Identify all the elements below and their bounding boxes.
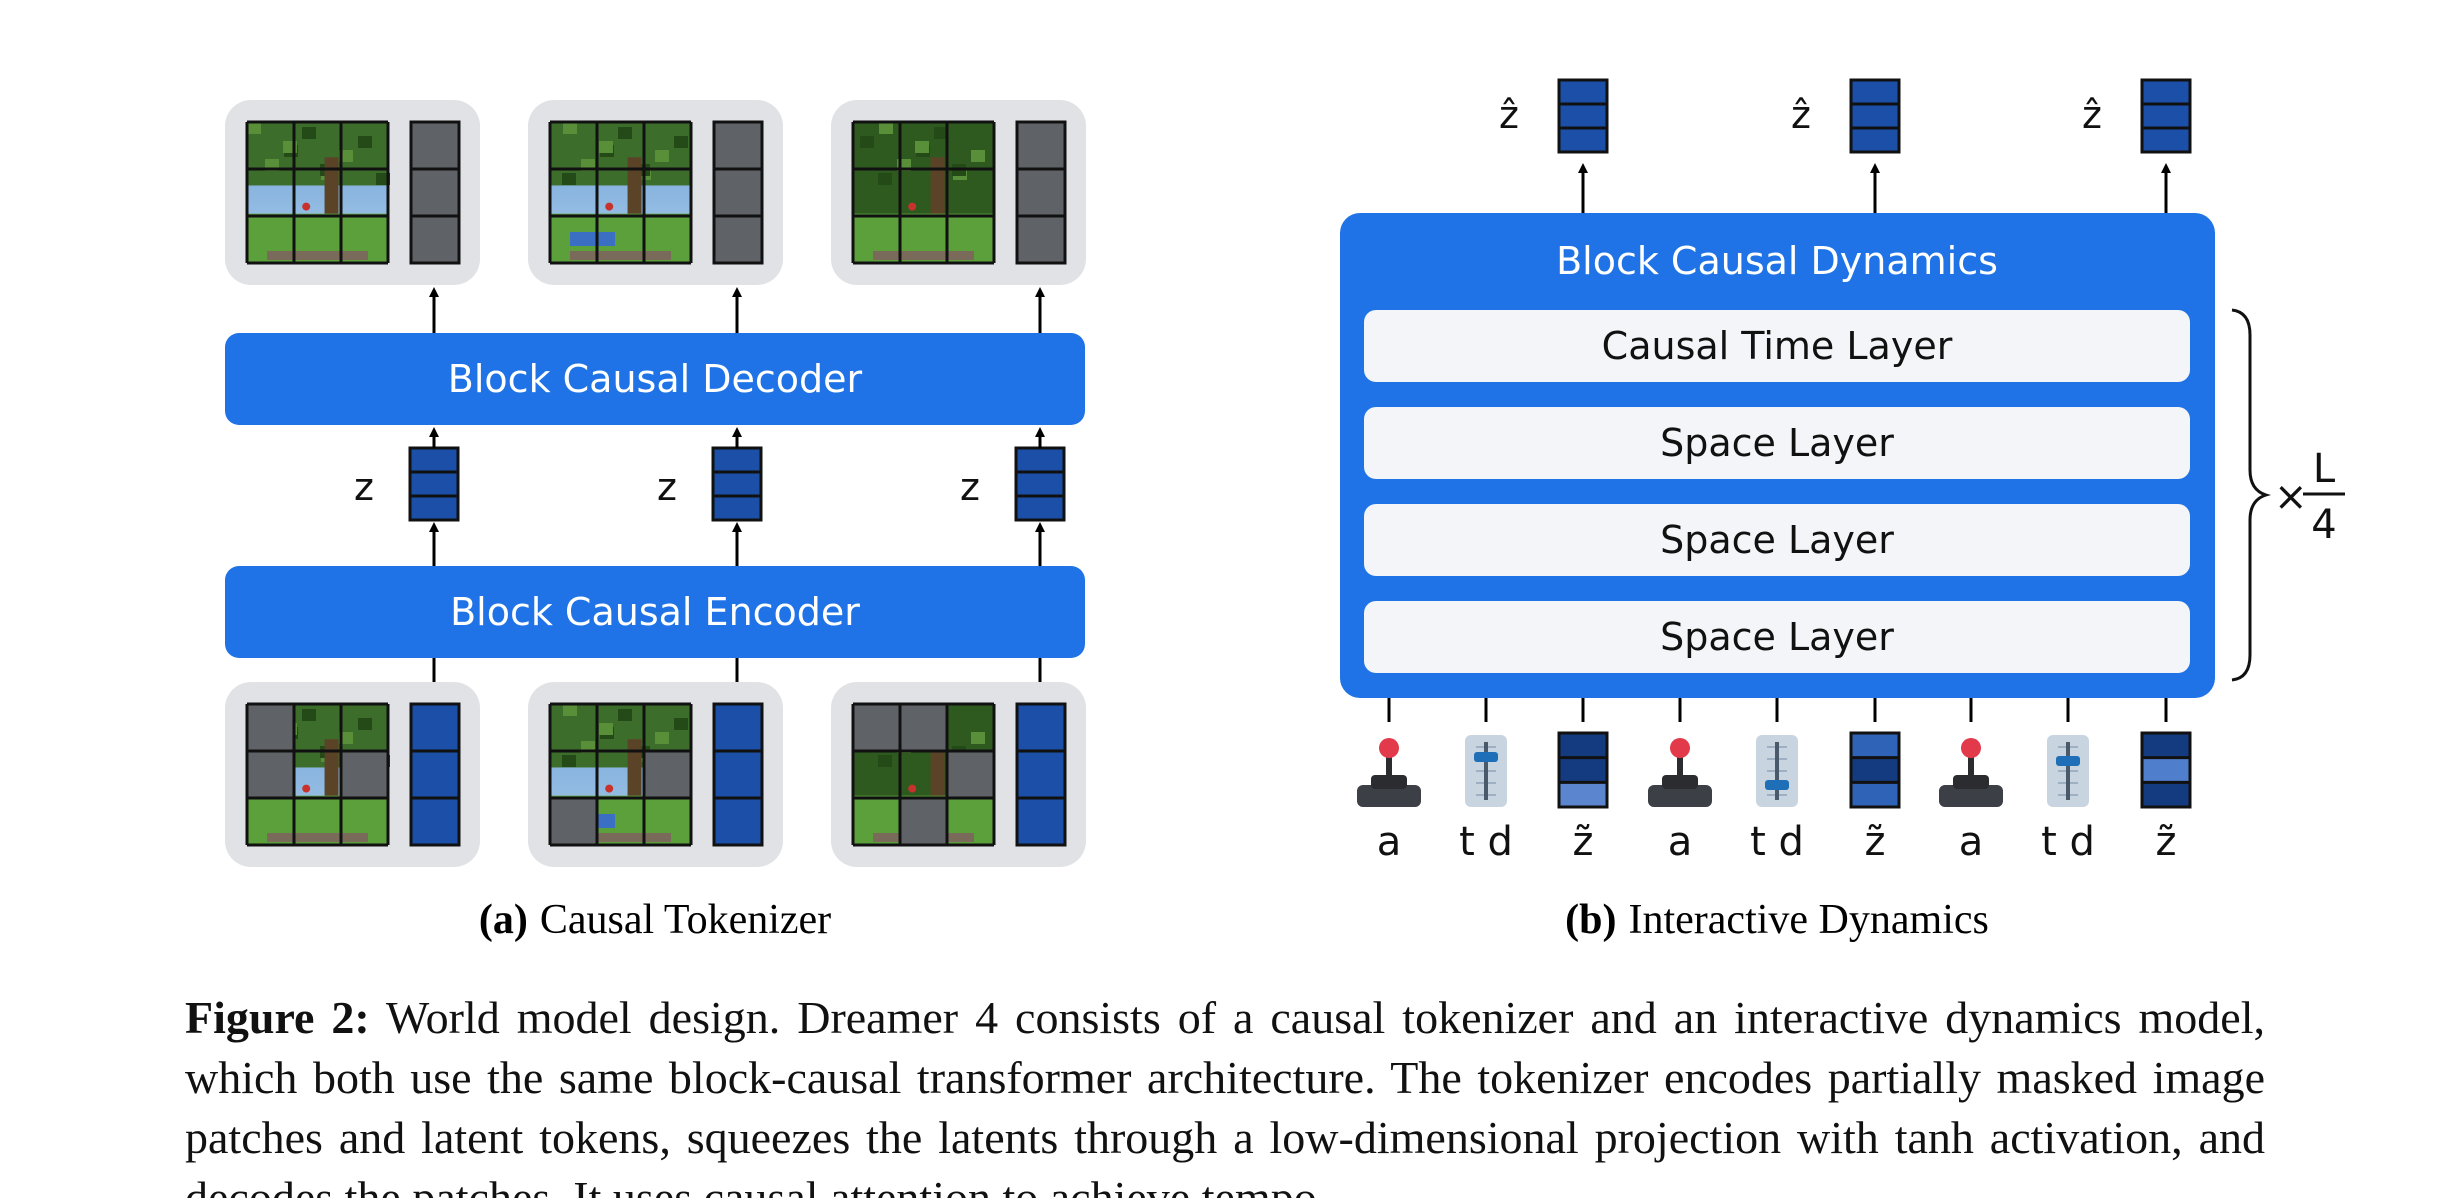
repeat-denominator: 4	[2311, 502, 2336, 548]
layer-label-3: Space Layer	[1660, 615, 1894, 659]
caption-b: (b) Interactive Dynamics	[1565, 897, 1989, 943]
input-label: z̃	[1573, 819, 1594, 865]
latent-token	[1014, 446, 1066, 522]
output-label: ẑ	[1499, 93, 1519, 137]
dynamics-label: Block Causal Dynamics	[1556, 239, 1998, 283]
output-token-slot	[1015, 120, 1067, 265]
output-label: ẑ	[1791, 93, 1811, 137]
layer-space-1	[1364, 407, 2190, 479]
minecraft-frame-image	[851, 702, 996, 847]
output-tile	[831, 100, 1086, 285]
input-label: a	[1959, 819, 1984, 865]
block-causal-decoder	[225, 333, 1085, 425]
predicted-latent: ẑ	[1791, 78, 1901, 213]
slider-icon	[1465, 735, 1507, 807]
noisy-latent-input: z̃	[1849, 698, 1901, 865]
input-label: a	[1668, 819, 1693, 865]
latent-z: z	[354, 427, 460, 566]
latent-label: z	[354, 465, 374, 509]
input-tile	[528, 682, 783, 867]
input-label: t d	[1750, 819, 1804, 865]
layer-label-2: Space Layer	[1660, 518, 1894, 562]
action-input: a	[1648, 698, 1712, 865]
action-input: a	[1939, 698, 2003, 865]
minecraft-frame-image	[245, 120, 390, 265]
repeat-times: ×	[2274, 474, 2308, 520]
block-causal-encoder	[225, 566, 1085, 658]
minecraft-frame-image	[245, 702, 390, 847]
latent-token	[711, 446, 763, 522]
input-label: a	[1377, 819, 1402, 865]
minecraft-frame-image	[548, 702, 693, 847]
output-token-slot	[712, 120, 764, 265]
noisy-latent-input: z̃	[1557, 698, 1609, 865]
encoder-label: Block Causal Encoder	[450, 590, 860, 634]
output-token-slot	[409, 120, 461, 265]
latent-token-input	[409, 702, 461, 847]
predicted-latent: ẑ	[2082, 78, 2192, 213]
layer-space-3	[1364, 601, 2190, 673]
input-label: z̃	[2156, 819, 2177, 865]
latent-label: z	[960, 465, 980, 509]
output-tile	[225, 100, 480, 285]
latent-z: z	[960, 427, 1066, 566]
caption-a-text: Causal Tokenizer	[540, 897, 831, 943]
predicted-token	[1557, 78, 1609, 154]
joystick-icon	[1648, 738, 1712, 807]
figure-caption: Figure 2: World model design. Dreamer 4 …	[185, 988, 2265, 1198]
output-label: ẑ	[2082, 93, 2102, 137]
slider-icon	[2047, 735, 2089, 807]
layer-label-0: Causal Time Layer	[1602, 324, 1953, 368]
layer-causal-time	[1364, 310, 2190, 382]
figure-caption-label: Figure 2:	[185, 992, 370, 1043]
latent-token	[408, 446, 460, 522]
minecraft-frame-image	[548, 120, 693, 265]
input-tile	[831, 682, 1086, 867]
caption-b-text: Interactive Dynamics	[1629, 897, 1989, 943]
noisy-token	[2140, 731, 2192, 809]
figure-diagram: Block Causal Decoder z z z Block Causal En…	[225, 78, 2345, 943]
figure-caption-text: World model design. Dreamer 4 consists o…	[185, 992, 2265, 1198]
minecraft-frame-image	[851, 120, 996, 265]
layer-label-1: Space Layer	[1660, 421, 1894, 465]
output-tile	[528, 100, 783, 285]
repeat-brace	[2231, 308, 2272, 682]
layer-space-2	[1364, 504, 2190, 576]
panel-interactive-dynamics: ẑ ẑ ẑ Block Causal Dynamics Causal Time La…	[1340, 78, 2345, 943]
latent-token-input	[712, 702, 764, 847]
latent-token-input	[1015, 702, 1067, 847]
caption-a-tag: (a)	[479, 897, 528, 943]
latent-label: z	[657, 465, 677, 509]
timestep-input: t d	[2041, 698, 2095, 865]
input-label: t d	[1459, 819, 1513, 865]
noisy-token	[1557, 731, 1609, 809]
predicted-token	[1849, 78, 1901, 154]
noisy-token	[1849, 731, 1901, 809]
repeat-numerator: L	[2313, 446, 2336, 492]
action-input: a	[1357, 698, 1421, 865]
caption-b-tag: (b)	[1565, 897, 1616, 943]
caption-a: (a) Causal Tokenizer	[479, 897, 831, 943]
input-label: z̃	[1865, 819, 1886, 865]
panel-causal-tokenizer: Block Causal Decoder z z z Block Causal En…	[225, 100, 1086, 943]
timestep-input: t d	[1459, 698, 1513, 865]
latent-z: z	[657, 427, 763, 566]
joystick-icon	[1939, 738, 2003, 807]
decoder-label: Block Causal Decoder	[448, 357, 863, 401]
slider-icon	[1756, 735, 1798, 807]
predicted-latent: ẑ	[1499, 78, 1609, 213]
input-tile	[225, 682, 480, 867]
joystick-icon	[1357, 738, 1421, 807]
predicted-token	[2140, 78, 2192, 154]
noisy-latent-input: z̃	[2140, 698, 2192, 865]
input-label: t d	[2041, 819, 2095, 865]
timestep-input: t d	[1750, 698, 1804, 865]
